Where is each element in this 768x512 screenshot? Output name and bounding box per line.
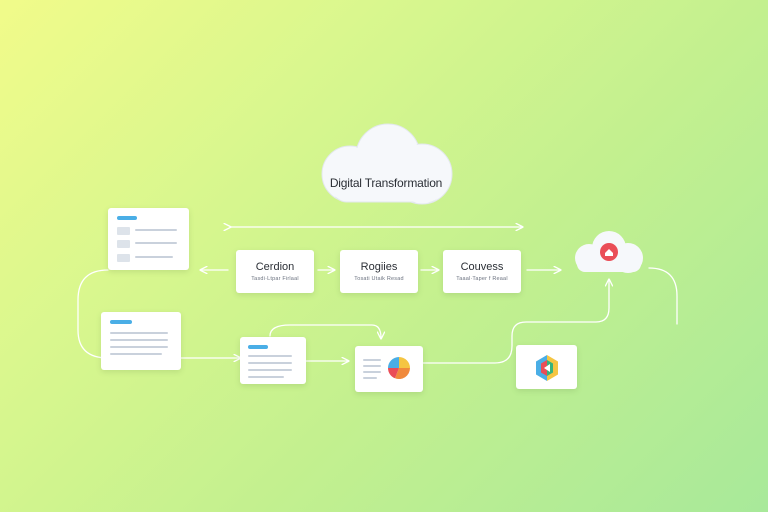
list-thumb: [117, 227, 130, 235]
document-card-center[interactable]: [240, 337, 306, 384]
step-box-1[interactable]: Cerdion Tasdi·Ltpar Firlaal: [236, 250, 314, 293]
card-header-bar: [248, 345, 268, 349]
text-line: [248, 362, 292, 364]
text-line: [248, 376, 284, 378]
cloud-shape: [321, 123, 453, 205]
text-line: [135, 242, 177, 244]
step-subtitle: Tasdi·Ltpar Firlaal: [251, 276, 299, 282]
text-line: [135, 256, 173, 258]
step-box-2[interactable]: Rogiies Tosati Utaik Resad: [340, 250, 418, 293]
text-line: [363, 359, 381, 361]
list-thumb: [117, 240, 130, 248]
document-card-lower-left[interactable]: [101, 312, 181, 370]
text-line: [363, 371, 381, 373]
list-thumb: [117, 254, 130, 262]
step-title: Rogiies: [360, 261, 398, 273]
text-line: [135, 229, 177, 231]
text-line: [110, 346, 168, 348]
home-icon: [600, 243, 618, 261]
chart-card[interactable]: [355, 346, 423, 392]
logo-tile[interactable]: [516, 345, 577, 389]
hexagon-logo-icon: [536, 355, 558, 381]
text-line: [110, 339, 168, 341]
card-header-bar: [110, 320, 132, 324]
step-title: Cerdion: [255, 261, 295, 273]
document-card-top-left[interactable]: [108, 208, 189, 270]
diagram-title: Digital Transformation: [329, 176, 443, 190]
right-down-connector: [648, 267, 678, 325]
left-loop-connector: [77, 269, 240, 358]
step-box-3[interactable]: Couvess Taaal·Taper f Reaal: [443, 250, 521, 293]
text-line: [110, 332, 168, 334]
arc-doc-to-chart: [269, 324, 381, 338]
text-line: [248, 355, 292, 357]
text-line: [363, 377, 377, 379]
small-cloud-shape[interactable]: [569, 230, 647, 274]
step-title: Couvess: [460, 261, 504, 273]
text-line: [110, 353, 162, 355]
step-subtitle: Tosati Utaik Resad: [354, 276, 404, 282]
arrow-chart-to-cloud: [422, 280, 609, 364]
card-header-bar: [117, 216, 137, 220]
text-line: [248, 369, 292, 371]
text-line: [363, 365, 381, 367]
step-subtitle: Taaal·Taper f Reaal: [456, 276, 508, 282]
pie-chart-icon: [387, 357, 411, 380]
